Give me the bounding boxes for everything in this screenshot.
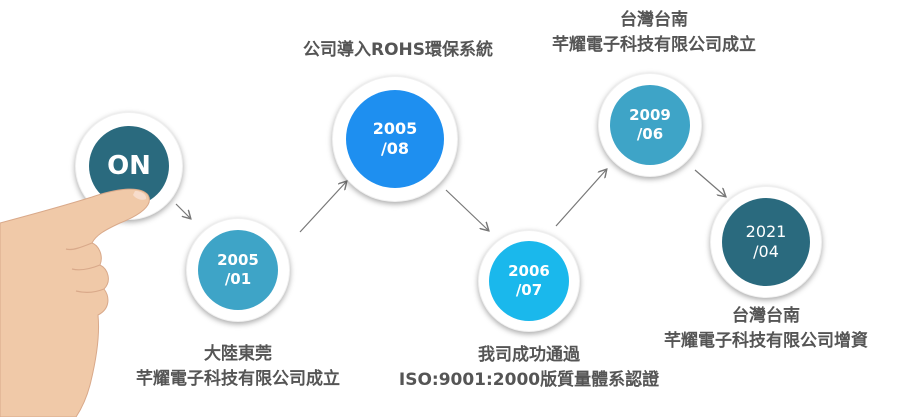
milestone-year: 2005 xyxy=(217,251,259,270)
arrow-icon xyxy=(694,169,725,196)
caption-line: 芊耀電子科技有限公司成立 xyxy=(552,34,756,55)
milestone-caption: 台灣台南 芊耀電子科技有限公司增資 xyxy=(638,304,894,353)
milestone-caption: 大陸東莞 芊耀電子科技有限公司成立 xyxy=(118,342,358,391)
milestone-circle: 2005 /01 xyxy=(186,218,290,322)
on-button-label: ON xyxy=(107,150,151,181)
milestone-date: 2009 /06 xyxy=(610,85,690,165)
milestone-circle: 2006 /07 xyxy=(478,230,580,332)
milestone-year: 2005 xyxy=(372,119,418,138)
caption-line: 台灣台南 xyxy=(620,10,688,30)
caption-line: 大陸東莞 xyxy=(204,344,272,364)
arrow-icon xyxy=(299,182,346,233)
milestone-year: 2009 xyxy=(629,106,671,125)
milestone-circle: 2021 /04 xyxy=(710,186,822,298)
milestone-date: 2005 /01 xyxy=(198,230,278,310)
caption-line: 芊耀電子科技有限公司成立 xyxy=(136,368,340,389)
caption-line: ISO:9001:2000版質量體系認證 xyxy=(398,369,660,390)
milestone-circle: 2005 /08 xyxy=(332,76,458,202)
arrow-icon xyxy=(555,170,606,227)
arrow-icon xyxy=(175,203,190,218)
milestone-caption: 我司成功通過 ISO:9001:2000版質量體系認證 xyxy=(384,343,674,392)
milestone-circle: 2009 /06 xyxy=(598,73,702,177)
milestone-date: 2005 /08 xyxy=(346,90,444,188)
caption-line: 台灣台南 xyxy=(732,306,800,326)
milestone-caption: 台灣台南 芊耀電子科技有限公司成立 xyxy=(534,8,774,57)
milestone-caption: 公司導入ROHS環保系統 xyxy=(280,38,516,63)
milestone-month: /04 xyxy=(753,242,779,261)
milestone-month: /07 xyxy=(515,281,543,299)
milestone-month: /06 xyxy=(636,125,664,143)
milestone-month: /08 xyxy=(380,139,410,158)
arrow-icon xyxy=(445,189,488,230)
milestone-year: 2021 xyxy=(745,222,787,241)
caption-line: 公司導入ROHS環保系統 xyxy=(302,40,493,60)
milestone-year: 2006 xyxy=(508,262,550,281)
caption-line: 我司成功通過 xyxy=(478,345,580,365)
caption-line: 芊耀電子科技有限公司增資 xyxy=(664,330,868,351)
pointing-hand-icon xyxy=(0,188,150,417)
milestone-date: 2006 /07 xyxy=(489,241,569,321)
milestone-date: 2021 /04 xyxy=(722,198,810,286)
milestone-month: /01 xyxy=(224,270,252,288)
